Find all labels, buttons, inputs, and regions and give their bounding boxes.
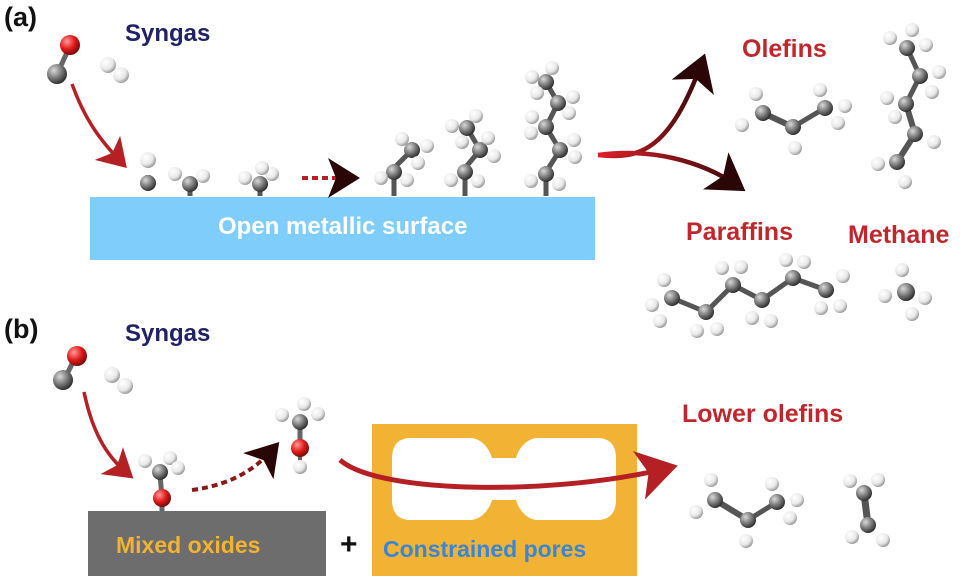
lower-olefins-label: Lower olefins — [682, 400, 844, 428]
mixed-oxides-label: Mixed oxides — [116, 532, 261, 558]
adsorption-arrow-b — [82, 391, 134, 479]
constrained-pores-label: Constrained pores — [383, 536, 587, 562]
desorption-dotted-arrow-b — [191, 441, 280, 492]
paraffins-label: Paraffins — [686, 218, 793, 246]
metallic-surface-slab — [90, 197, 595, 260]
adsorbed-c3-chain — [444, 109, 501, 196]
mixed-oxides-slab — [88, 511, 326, 576]
butene-molecule-a — [871, 23, 946, 189]
adsorbed-ch-species — [140, 152, 156, 191]
co-molecule-a — [47, 35, 80, 84]
h2-molecule-a — [100, 57, 129, 83]
panel-b-label: (b) — [4, 314, 39, 344]
methoxy-intermediate — [138, 451, 185, 511]
plus-sign: + — [340, 528, 358, 561]
adsorbed-c2-chain — [374, 132, 434, 196]
propene-molecule-b — [689, 473, 804, 548]
h2-molecule-b — [104, 367, 133, 394]
conversion-arrow-through-pores — [338, 451, 678, 500]
methane-label: Methane — [848, 221, 950, 249]
surface-label: Open metallic surface — [218, 213, 468, 240]
co-molecule-b — [53, 346, 87, 390]
branch-arrow-to-olefins — [597, 53, 714, 159]
constrained-pores-block — [372, 424, 637, 576]
branch-arrow-to-paraffins — [597, 150, 746, 192]
hexane-molecule — [645, 253, 850, 338]
syngas-label-b: Syngas — [125, 320, 211, 347]
panel-a-label: (a) — [4, 2, 37, 32]
adsorbed-c4-chain — [524, 61, 582, 196]
adsorbed-ch2-species — [168, 167, 210, 196]
adsorbed-ch3-species — [238, 161, 279, 196]
methanol-molecule — [275, 397, 325, 474]
syngas-label-a: Syngas — [125, 20, 211, 47]
ethene-molecule — [843, 473, 890, 547]
methane-molecule — [878, 263, 932, 321]
olefins-label: Olefins — [742, 35, 827, 63]
adsorption-arrow-a — [70, 83, 127, 169]
propene-molecule-a — [735, 83, 852, 155]
